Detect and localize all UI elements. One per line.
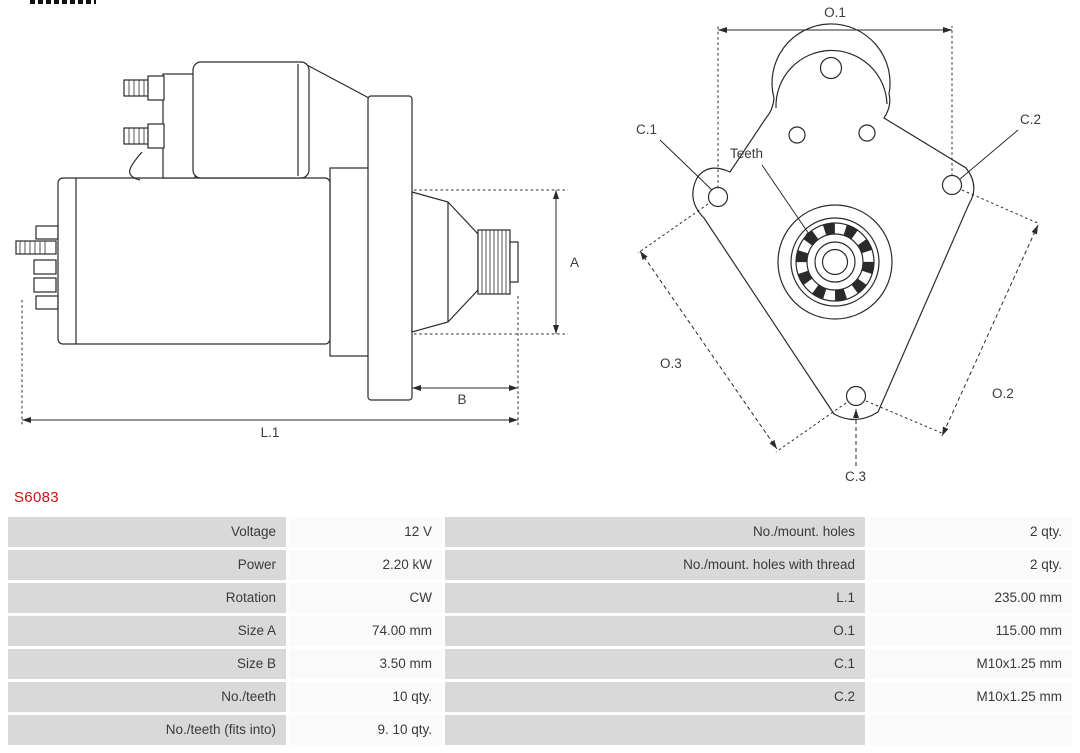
dim-o3-label: O.3: [660, 356, 682, 371]
spec-label-left: Size A: [8, 616, 286, 646]
spec-label-left: No./teeth (fits into): [8, 715, 286, 745]
dim-o1-label: O.1: [824, 5, 846, 20]
spec-value-left: CW: [289, 583, 442, 613]
dim-l1-label: L.1: [261, 425, 280, 440]
spec-label-left: Rotation: [8, 583, 286, 613]
spec-value-right: M10x1.25 mm: [868, 649, 1072, 679]
spec-label-left: Voltage: [8, 517, 286, 547]
spec-value-left: 74.00 mm: [289, 616, 442, 646]
dim-c2-label: C.2: [1020, 112, 1041, 127]
flange-front-view: [692, 23, 975, 421]
spec-table: Voltage 12 V No./mount. holes 2 qty. Pow…: [8, 517, 1072, 745]
front-view-drawing: O.1 O.3 O.2 C.1 C.2: [636, 5, 1041, 484]
dim-c1-label: C.1: [636, 122, 657, 137]
teeth-label: Teeth: [730, 146, 763, 161]
spec-value-right: [868, 715, 1072, 745]
spec-value-left: 2.20 kW: [289, 550, 442, 580]
dim-a-label: A: [570, 255, 579, 270]
dimension-o2: [865, 189, 1041, 437]
dimension-b: [411, 296, 519, 394]
dimension-a: [414, 189, 568, 335]
dimension-o1: [717, 26, 953, 188]
spec-value-left: 3.50 mm: [289, 649, 442, 679]
spec-value-left: 10 qty.: [289, 682, 442, 712]
dim-c3-label: C.3: [845, 469, 866, 484]
spec-label-right: O.1: [445, 616, 865, 646]
spec-value-right: 235.00 mm: [868, 583, 1072, 613]
spec-label-left: Size B: [8, 649, 286, 679]
part-number: S6083: [14, 489, 59, 506]
dim-b-label: B: [457, 392, 466, 407]
spec-value-left: 12 V: [289, 517, 442, 547]
dimension-o3: [637, 203, 847, 453]
spec-label-left: Power: [8, 550, 286, 580]
side-view-drawing: A B L.1: [15, 61, 579, 440]
hole-leaders: [659, 129, 1019, 466]
spec-label-right: No./mount. holes with thread: [445, 550, 865, 580]
starter-motor-side-view: [15, 61, 519, 401]
spec-value-right: M10x1.25 mm: [868, 682, 1072, 712]
spec-label-right: No./mount. holes: [445, 517, 865, 547]
spec-value-right: 115.00 mm: [868, 616, 1072, 646]
spec-label-right: [445, 715, 865, 745]
technical-drawings: A B L.1: [15, 5, 1041, 484]
spec-label-right: L.1: [445, 583, 865, 613]
spec-value-right: 2 qty.: [868, 517, 1072, 547]
spec-label-right: C.1: [445, 649, 865, 679]
spec-label-left: No./teeth: [8, 682, 286, 712]
spec-label-right: C.2: [445, 682, 865, 712]
dim-o2-label: O.2: [992, 386, 1014, 401]
spec-value-left: 9. 10 qty.: [289, 715, 442, 745]
spec-value-right: 2 qty.: [868, 550, 1072, 580]
dimension-l1: [21, 300, 519, 426]
truncated-logo-artifact: [30, 0, 96, 4]
